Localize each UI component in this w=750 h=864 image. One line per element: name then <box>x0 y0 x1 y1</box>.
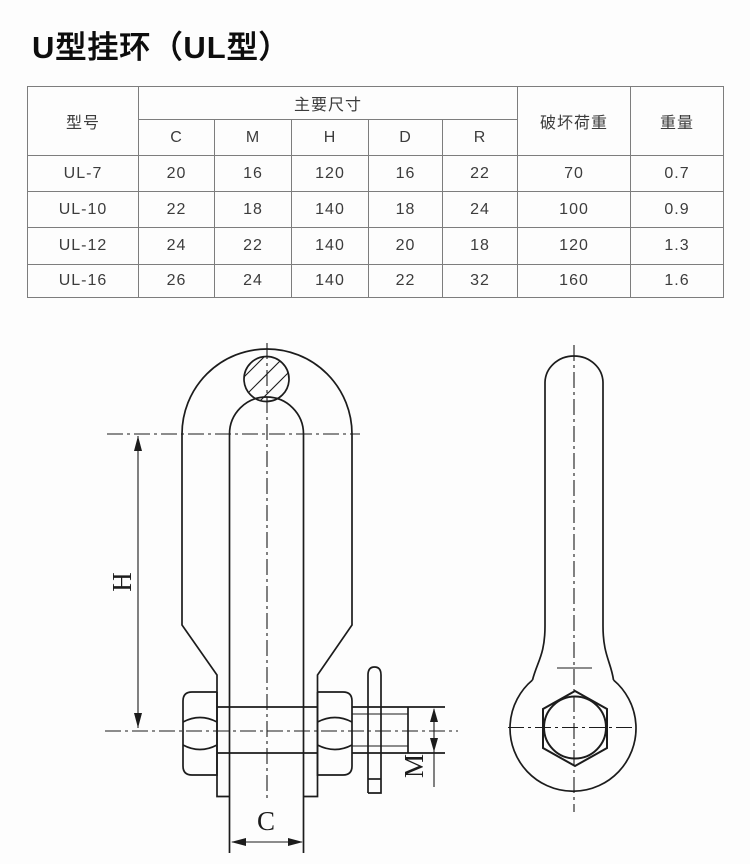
cell-d: 20 <box>368 227 443 265</box>
hex-nut-left <box>182 691 218 776</box>
cell-h: 140 <box>291 227 369 265</box>
table-header-row: 型号 主要尺寸 破坏荷重 重量 <box>27 86 725 156</box>
dim-label-m: M <box>399 754 429 778</box>
cell-load: 70 <box>517 155 632 192</box>
table-row: UL-7 20 16 120 16 22 70 0.7 <box>27 155 725 192</box>
cell-load: 160 <box>517 264 632 298</box>
table-header-breaking-load: 破坏荷重 <box>517 86 632 156</box>
table-subheader-h: H <box>291 119 369 156</box>
cell-model: UL-16 <box>27 264 139 298</box>
m-dimension: M <box>399 708 438 787</box>
cell-model: UL-7 <box>27 155 139 192</box>
pin-cross-section <box>243 355 290 403</box>
cotter-pin <box>367 666 382 794</box>
cell-load: 100 <box>517 191 632 228</box>
hex-nut-right <box>316 691 353 776</box>
table-row: UL-16 26 24 140 22 32 160 1.6 <box>27 264 725 298</box>
side-body <box>509 355 637 793</box>
c-dimension: C <box>231 806 303 846</box>
spec-table: 型号 主要尺寸 破坏荷重 重量 C M H D R UL-7 20 16 120… <box>27 86 725 298</box>
cell-m: 22 <box>214 227 292 265</box>
cell-r: 24 <box>441 191 519 228</box>
side-view <box>508 345 637 812</box>
cell-d: 18 <box>368 191 443 228</box>
table-subheader-row: C M H D R <box>28 119 724 156</box>
page-title: U型挂环（UL型） <box>32 30 291 65</box>
table-header-model: 型号 <box>27 86 139 156</box>
dim-label-h: H <box>107 572 137 592</box>
front-view: H M C <box>105 343 458 853</box>
hex-nut-front <box>542 689 608 768</box>
cell-r: 18 <box>441 227 519 265</box>
cell-h: 140 <box>291 191 369 228</box>
cell-d: 22 <box>368 264 443 298</box>
cell-r: 32 <box>441 264 519 298</box>
table-subheader-d: D <box>368 119 443 156</box>
bolt <box>217 706 445 754</box>
table-header-main-dims: 主要尺寸 <box>137 86 519 120</box>
table-subheader-c: C <box>138 119 215 156</box>
cell-c: 20 <box>138 155 215 192</box>
cell-weight: 0.7 <box>630 155 725 192</box>
table-row: UL-10 22 18 140 18 24 100 0.9 <box>27 191 725 228</box>
cell-m: 24 <box>214 264 292 298</box>
front-view-centerlines <box>105 343 458 800</box>
side-view-centerlines <box>508 345 633 812</box>
cell-weight: 1.6 <box>630 264 725 298</box>
cell-d: 16 <box>368 155 443 192</box>
cell-r: 22 <box>441 155 519 192</box>
cell-h: 140 <box>291 264 369 298</box>
dim-label-c: C <box>257 806 275 836</box>
cell-c: 26 <box>138 264 215 298</box>
h-dimension: H <box>107 436 142 728</box>
